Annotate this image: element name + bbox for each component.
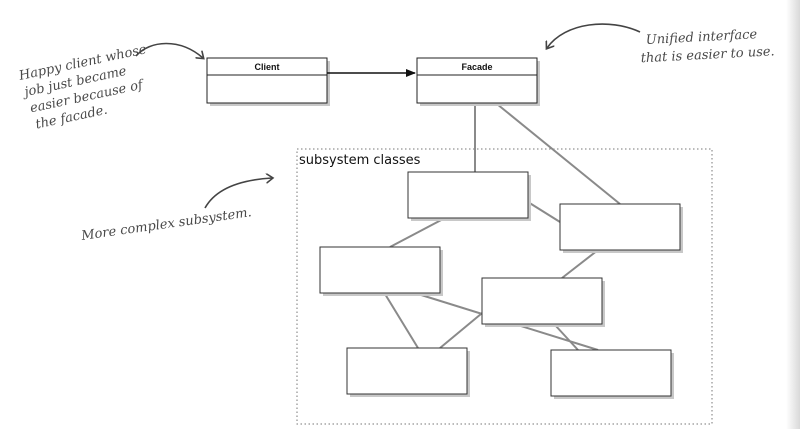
unified-interface-annotation: Unified interface that is easier to use. [639, 26, 775, 66]
subsystem-class-box [481, 277, 605, 327]
svg-text:Happy client whose job j: Happy client whose job just became easie… [17, 41, 163, 134]
unified-interface-pointer-arrow [547, 23, 641, 48]
subsystem-class-box [407, 171, 531, 221]
unified-interface-line: Unified interface [645, 27, 757, 48]
subsystem-class-box [319, 246, 443, 296]
client-class-name: Client [254, 62, 279, 72]
top-to-right-line [527, 201, 561, 223]
complex-subsystem-annotation: More complex subsystem. [79, 205, 252, 244]
svg-text:Unified interface that i: Unified interface that is easier to use. [639, 26, 775, 66]
complex-subsystem-pointer-arrow [204, 178, 272, 209]
subsystem-class-box [550, 349, 674, 399]
page-edge-shadow [786, 0, 800, 429]
client-class: Client [206, 57, 330, 106]
subsystem-boundary [296, 148, 713, 425]
unified-interface-line: that is easier to use. [640, 44, 775, 66]
facade-class-name: Facade [461, 62, 492, 72]
facade-to-right-class-line [496, 103, 621, 205]
happy-client-annotation: Happy client whose job just became easie… [17, 41, 163, 134]
subsystem-class-box [559, 203, 683, 253]
subsystem-class-box [346, 347, 470, 397]
subsystem-label: subsystem classes [299, 153, 421, 168]
facade-class: Facade [416, 57, 540, 106]
right-to-middle-line [561, 249, 599, 279]
left-to-bottom-left-line [384, 293, 419, 349]
middle-to-bottom-right-line [554, 324, 579, 351]
happy-client-pointer-arrow [135, 42, 203, 59]
top-to-left-line [389, 217, 446, 248]
complex-subsystem-text: More complex subsystem. [79, 205, 252, 244]
